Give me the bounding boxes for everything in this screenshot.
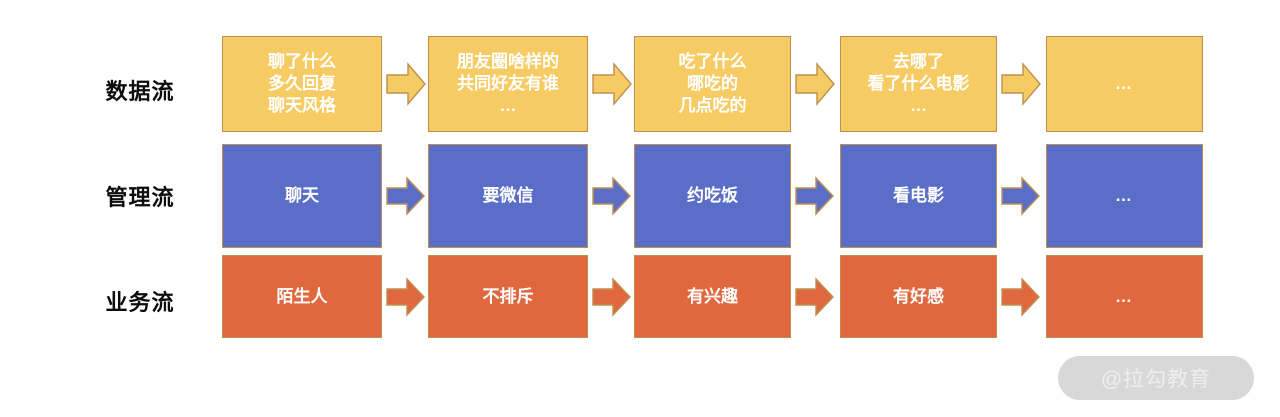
node-management-flow-5[interactable]: … bbox=[1046, 144, 1203, 248]
node-data-flow-4[interactable]: 去哪了 看了什么电影 … bbox=[840, 36, 997, 132]
node-data-flow-5[interactable]: … bbox=[1046, 36, 1203, 132]
node-business-flow-2[interactable]: 不排斥 bbox=[428, 255, 588, 338]
arrow-right-icon bbox=[386, 62, 426, 106]
arrow-right-icon bbox=[592, 62, 632, 106]
node-management-flow-1[interactable]: 聊天 bbox=[222, 144, 382, 248]
node-business-flow-1[interactable]: 陌生人 bbox=[222, 255, 382, 338]
node-business-flow-3[interactable]: 有兴趣 bbox=[634, 255, 791, 338]
node-data-flow-2[interactable]: 朋友圈啥样的 共同好友有谁 … bbox=[428, 36, 588, 132]
row-label-business-flow: 业务流 bbox=[105, 290, 175, 315]
node-management-flow-4[interactable]: 看电影 bbox=[840, 144, 997, 248]
node-data-flow-1[interactable]: 聊了什么 多久回复 聊天风格 bbox=[222, 36, 382, 132]
node-business-flow-5[interactable]: … bbox=[1046, 255, 1203, 338]
arrow-right-icon bbox=[1001, 62, 1041, 106]
node-management-flow-3[interactable]: 约吃饭 bbox=[634, 144, 791, 248]
row-management-flow: 管理流 聊天 要微信 约吃饭 看电影 … bbox=[0, 144, 1280, 248]
arrow-right-icon bbox=[795, 277, 835, 317]
node-business-flow-4[interactable]: 有好感 bbox=[840, 255, 997, 338]
arrow-right-icon bbox=[386, 277, 426, 317]
arrow-right-icon bbox=[1001, 277, 1041, 317]
arrow-right-icon bbox=[1001, 176, 1041, 216]
row-label-management-flow: 管理流 bbox=[105, 185, 175, 210]
arrow-right-icon bbox=[592, 277, 632, 317]
arrow-right-icon bbox=[592, 176, 632, 216]
row-label-data-flow: 数据流 bbox=[105, 79, 175, 104]
arrow-right-icon bbox=[795, 176, 835, 216]
row-data-flow: 数据流 聊了什么 多久回复 聊天风格 朋友圈啥样的 共同好友有谁 … 吃了什么 … bbox=[0, 36, 1280, 132]
node-management-flow-2[interactable]: 要微信 bbox=[428, 144, 588, 248]
watermark-badge: @拉勾教育 bbox=[1058, 356, 1254, 400]
row-business-flow: 业务流 陌生人 不排斥 有兴趣 有好感 … bbox=[0, 255, 1280, 338]
arrow-right-icon bbox=[795, 62, 835, 106]
node-data-flow-3[interactable]: 吃了什么 哪吃的 几点吃的 bbox=[634, 36, 791, 132]
arrow-right-icon bbox=[386, 176, 426, 216]
watermark-text: @拉勾教育 bbox=[1100, 368, 1212, 391]
